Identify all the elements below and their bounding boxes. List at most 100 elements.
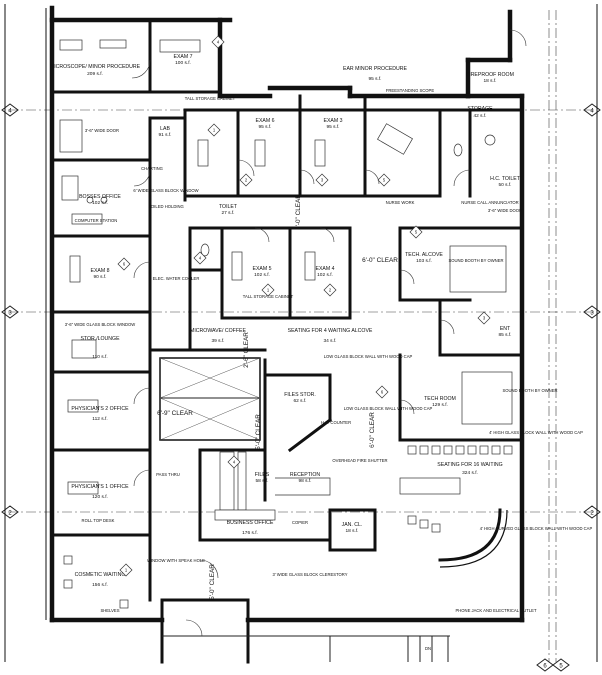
plan-text: 3 [483,316,486,321]
plan-text: 3 [8,311,12,317]
plan-text: 62 s.f. [293,398,306,404]
plan-text: RECEPTION [290,472,321,478]
plan-text: BUSINESS OFFICE [227,520,274,526]
key-diamond: 5 [409,225,423,239]
plan-text: ROLL TOP DESK [82,518,115,523]
plan-text: EXAM 3 [323,118,342,124]
grid-bubble-2-right: 2 [583,505,601,519]
key-diamond: 4 [227,455,241,469]
plan-text: 176 s.f. [242,530,258,536]
plan-text: 39 s.f. [211,338,224,344]
key-diamond: 4 [211,35,225,49]
key-diamonds: 4 1 2 3 5 6 4 1 2 3 5 6 1 4 [117,35,491,577]
plan-text: 4 [217,40,220,45]
plan-text: 102 s.f. [92,200,108,206]
plan-text: 1 [267,288,270,293]
plan-text: LAB [160,126,170,132]
plan-text: 110 s.f. [92,354,107,360]
plan-text: LOW GLASS BLOCK WALL WITH WOOD CAP [344,406,433,411]
plan-text: COMPUTER STATION [75,218,118,223]
plan-text: 103 s.f. [416,258,432,264]
key-diamond: 1 [207,123,221,137]
plan-text: 50 s.f. [498,182,511,188]
plan-text: 18 s.f. [345,528,358,534]
plan-text: COPIER [292,520,308,525]
plan-text: PHYSICIAN'S 1 OFFICE [71,484,129,490]
plan-text: 6'-9" CLEAR [157,410,193,417]
plan-text: STORAGE [467,106,493,112]
plan-text: PHYSICIAN'S 2 OFFICE [71,406,129,412]
key-diamond: 6 [375,385,389,399]
plan-text: 6 [381,390,384,395]
grid-bubbles: 4 4 3 3 2 2 6 5 [1,103,601,672]
room-exam3: EXAM 395 s.f. [323,118,342,130]
plan-text: 6'-0" CLEAR [362,257,398,264]
plan-text: SOUND BOOTH BY OWNER [448,258,503,263]
key-diamond: 2 [239,173,253,187]
grid-bubble-6-bottom: 6 [536,658,554,672]
plan-text: 129 s.f. [432,402,448,408]
grid-bubble-2-left: 2 [1,505,19,519]
plan-text: TALL STORAGE CABINET [243,294,294,299]
plan-text: OVERHEAD FIRE SHUTTER [332,458,387,463]
plan-text: 5 [559,664,563,670]
plan-text: 2 [8,511,12,517]
exterior-walls [45,5,525,623]
plan-text: 95 s.f. [326,124,339,130]
plan-text: 4 [233,460,236,465]
key-diamond: 1 [119,563,133,577]
plan-text: 91 s.f. [158,132,171,138]
plan-text: EXAM 5 [252,266,271,272]
plan-text: 3'-6" WIDE DOOR [85,128,119,133]
plan-text: 1 [213,128,216,133]
plan-text: DN [425,646,431,651]
plan-text: WINDOW WITH SPEAK HOLE [147,558,205,563]
plan-text: 2 [329,288,332,293]
plan-text: 18 s.f. [483,78,496,84]
grid-bubble-4-right: 4 [583,103,601,117]
plan-text: EXAM 7 [173,54,192,60]
plan-text: H.C. COUNTER [321,420,351,425]
plan-text: FREESTANDING SCOPE [386,88,435,93]
plan-text: SHELVES [100,608,119,613]
plan-text: EXAM 6 [255,118,274,124]
plan-text: 100 s.f. [175,60,191,66]
grid-bubble-3-left: 3 [1,305,19,319]
plan-text: TECH. ALCOVE [405,252,443,258]
plan-text: 5'-0" CLEAR [255,414,262,450]
plan-text: 112 s.f. [92,416,107,422]
plan-text: TOILET [219,204,238,210]
room-exam8: EXAM 890 s.f. [90,268,109,280]
plan-text: TECH ROOM [424,396,456,402]
plan-text: COSMETIC WAITING [75,572,126,578]
key-diamond: 1 [261,283,275,297]
grid-bubble-5-bottom: 5 [552,658,570,672]
plan-text: 58 s.f. [255,478,268,484]
plan-text: 95 s.f. [368,76,381,82]
plan-text: 102 s.f. [254,272,270,278]
plan-text: FIREPROOF ROOM [466,72,514,78]
plan-text: 6 [123,262,126,267]
plan-text: 3' WIDE GLASS BLOCK CLERESTORY [272,572,347,577]
plan-text: 34 s.f. [323,338,336,344]
plan-text: CHARTING [141,166,163,171]
door-swings [131,29,527,637]
room-jan-cl: JAN. CL.18 s.f. [342,522,363,534]
plan-text: 1 [125,568,128,573]
clearance-labels: 5'-0" CLEAR 6'-0" CLEAR 2'-6" CLEAR 6'-9… [157,194,398,600]
plan-text: SOILED HOLDING [148,204,184,209]
plan-text: 85 s.f. [498,332,511,338]
